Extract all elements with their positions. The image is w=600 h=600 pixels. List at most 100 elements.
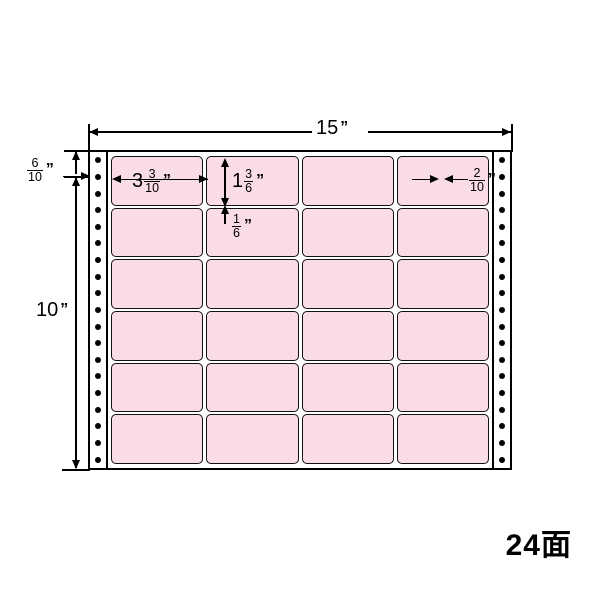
label-height-arrow-down-icon [220, 198, 229, 207]
column-gap-numerator: 2 [473, 166, 481, 180]
sprocket-hole [499, 356, 505, 363]
sprocket-hole [95, 157, 101, 164]
sprocket-hole [499, 223, 505, 230]
sprocket-hole [95, 306, 101, 313]
label-cell [206, 259, 299, 309]
row-gap-denominator: 6 [232, 225, 241, 240]
label-cell [301, 311, 394, 361]
label-cell [301, 414, 394, 464]
label-height-arrow-up-icon [220, 158, 229, 167]
overall-width-value: 15 [316, 117, 339, 139]
label-cell [111, 207, 204, 258]
sprocket-hole [499, 190, 505, 197]
label-width-dimension: 3 3 10 ” [132, 168, 171, 195]
top-dim-line-right [368, 131, 511, 133]
sprocket-hole [499, 390, 505, 397]
sprocket-hole [499, 257, 505, 264]
top-dim-arrow-right-icon [502, 127, 511, 136]
label-width-arrow-left-icon [112, 175, 121, 184]
top-dim-arrow-left-icon [89, 127, 98, 136]
height-dim-arrow-down-icon [71, 460, 80, 469]
label-cell [396, 414, 489, 464]
label-cell [301, 259, 394, 309]
label-height-numerator: 3 [245, 167, 253, 181]
label-cell [301, 156, 394, 206]
label-cell [396, 311, 489, 361]
sprocket-hole [499, 173, 505, 180]
top-margin-unit: ” [45, 161, 54, 179]
label-cell [206, 207, 299, 258]
row-gap-arrow-up-icon [220, 205, 229, 214]
sprocket-hole [499, 207, 505, 214]
top-margin-denominator: 10 [27, 169, 43, 184]
label-height-dim-line [224, 161, 226, 201]
sprocket-hole [499, 439, 505, 446]
label-cell [301, 207, 394, 258]
sprocket-hole [499, 456, 505, 463]
column-gap-dim-line-right [446, 178, 468, 181]
sprocket-hole [499, 373, 505, 380]
row-gap-unit: ” [243, 217, 252, 235]
label-width-fraction: 3 10 [144, 167, 161, 195]
sprocket-hole [95, 323, 101, 330]
label-width-arrow-right-icon [199, 175, 208, 184]
top-margin-ext-upper [64, 150, 88, 152]
overall-width-dimension: 15” [316, 118, 348, 138]
sprocket-hole [95, 173, 101, 180]
label-width-dim-line [114, 178, 208, 181]
label-width-unit: ” [163, 172, 172, 190]
top-dim-line-left [90, 131, 312, 133]
height-dim-arrow-up-icon [71, 177, 80, 186]
label-height-denominator: 6 [244, 180, 254, 195]
sprocket-hole [95, 439, 101, 446]
sprocket-hole [499, 273, 505, 280]
top-margin-fraction: 6 10 [27, 157, 43, 184]
sprocket-hole [499, 323, 505, 330]
top-margin-arrow-up-icon [71, 151, 80, 160]
column-gap-dim-line-left [412, 178, 434, 181]
label-cell [111, 362, 204, 413]
overall-width-unit: ” [340, 119, 349, 136]
overall-height-dimension: 10” [36, 300, 68, 320]
row-gap-fraction: 1 6 [232, 213, 241, 240]
height-dim-line [75, 178, 77, 468]
top-margin-dimension: 6 10 ” [26, 157, 54, 184]
column-gap-unit: ” [487, 171, 496, 189]
sprocket-hole [95, 290, 101, 297]
sprocket-hole [499, 340, 505, 347]
column-gap-denominator: 10 [469, 179, 485, 194]
row-gap-numerator: 1 [233, 212, 240, 226]
top-margin-arrow-right-icon [81, 172, 90, 181]
row-gap-dim-line [224, 208, 226, 224]
label-count-text: 24面 [505, 529, 572, 562]
label-height-dimension: 1 3 6 ” [232, 168, 264, 195]
label-cell [206, 311, 299, 361]
label-cell [111, 259, 204, 309]
sprocket-hole [95, 223, 101, 230]
label-cell [206, 362, 299, 413]
label-cell [396, 156, 489, 206]
sprocket-hole [95, 257, 101, 264]
label-width-numerator: 3 [148, 167, 156, 181]
sprocket-hole [95, 456, 101, 463]
column-gap-arrow-left-icon [444, 175, 453, 184]
label-cell [396, 362, 489, 413]
label-height-fraction: 3 6 [244, 167, 254, 195]
label-height-unit: ” [256, 172, 265, 190]
sprocket-hole [95, 340, 101, 347]
label-grid [110, 154, 490, 466]
top-margin-dim-line [75, 152, 77, 174]
label-cell [111, 414, 204, 464]
sprocket-holes-left [90, 152, 108, 468]
top-margin-numerator: 6 [31, 156, 39, 170]
sprocket-hole [95, 240, 101, 247]
sprocket-hole [95, 423, 101, 430]
sprocket-hole [499, 423, 505, 430]
label-cell [206, 414, 299, 464]
sprocket-hole [95, 207, 101, 214]
sprocket-hole [499, 406, 505, 413]
sprocket-hole [95, 406, 101, 413]
sprocket-hole [499, 290, 505, 297]
label-width-denominator: 10 [144, 180, 161, 195]
